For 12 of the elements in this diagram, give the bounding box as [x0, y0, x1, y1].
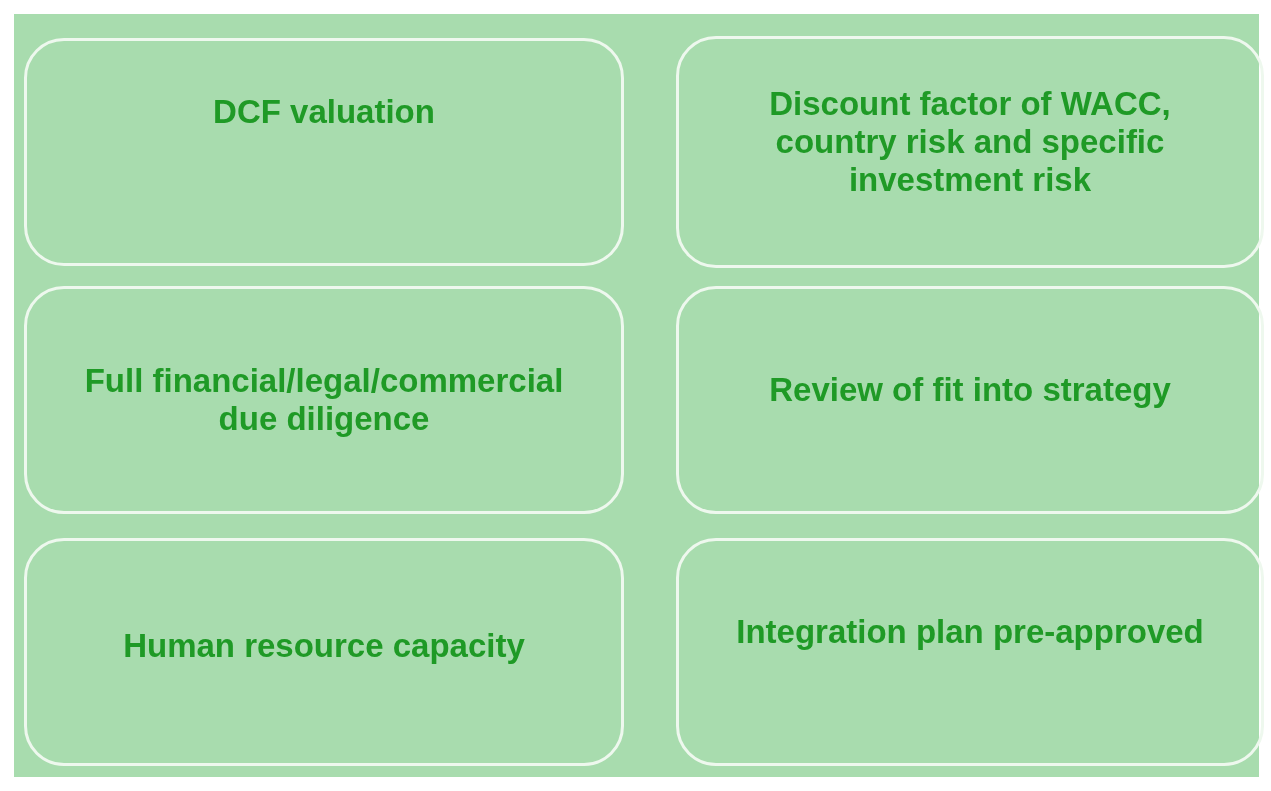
rounded-box [24, 538, 624, 766]
box-label: Review of fit into strategy [769, 371, 1171, 409]
rounded-box [676, 36, 1264, 268]
rounded-box [24, 286, 624, 514]
box-label: Full financial/legal/commercial due diligence [83, 362, 565, 438]
box-label: Discount factor of WACC, country risk and specific investment risk [768, 85, 1172, 199]
box-label: Human resource capacity [123, 627, 525, 665]
box-label: DCF valuation [213, 93, 435, 131]
box-label: Integration plan pre-approved [736, 613, 1204, 651]
rounded-box [24, 38, 624, 266]
rounded-box [676, 286, 1264, 514]
rounded-box [676, 538, 1264, 766]
